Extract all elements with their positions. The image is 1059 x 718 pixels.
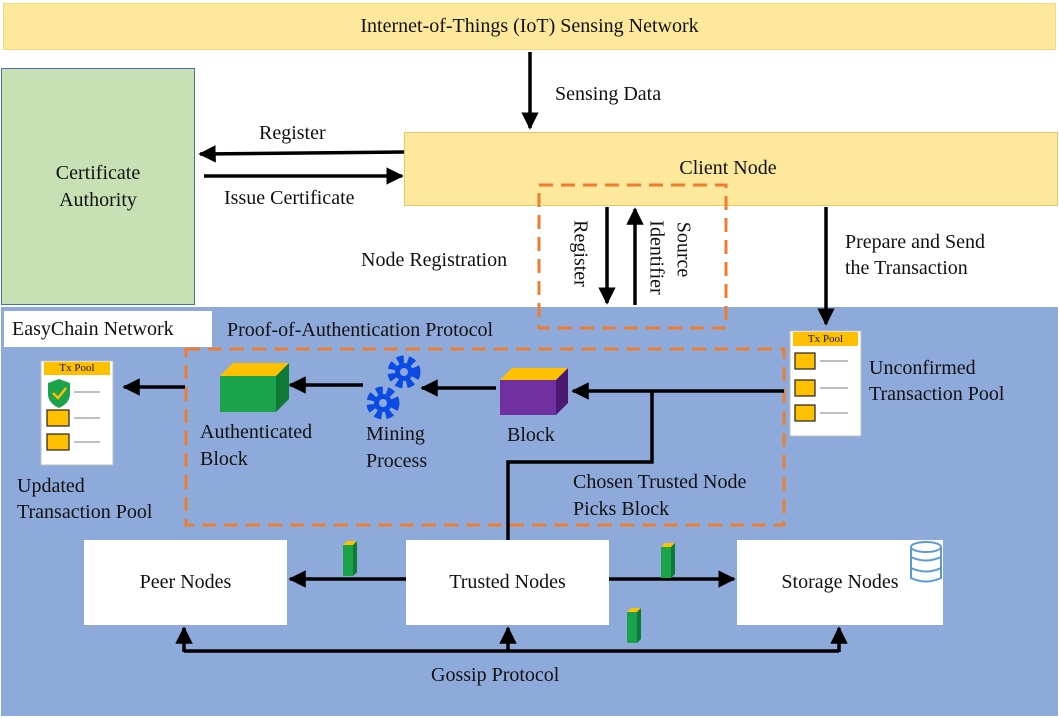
easychain-network-label: EasyChain Network [12, 317, 174, 340]
node-registration-dashed-frame [537, 183, 728, 330]
source-identifier-label-line1: Source [672, 221, 695, 278]
tx-pool-label-updated: Tx Pool [59, 362, 95, 374]
unconfirmed-pool-label-line2: Transaction Pool [869, 383, 1005, 405]
iot-network-label: Internet-of-Things (IoT) Sensing Network [360, 15, 699, 37]
node-registration-label: Node Registration [361, 249, 508, 271]
gossip-protocol-label: Gossip Protocol [431, 664, 560, 686]
block-cube-icon [500, 368, 568, 415]
chosen-trusted-label-line2: Picks Block [573, 498, 670, 520]
authenticated-block-label-line2: Block [200, 448, 248, 470]
register-arrow [198, 145, 405, 163]
certificate-authority-line1: Certificate [55, 161, 141, 184]
unconfirmed-tx-pool-icon [789, 330, 862, 437]
chosen-trusted-label-line1: Chosen Trusted Node [573, 471, 747, 493]
peer-nodes-box: Peer Nodes [84, 540, 287, 625]
prepare-send-label-line1: Prepare and Send [845, 231, 985, 253]
trusted-nodes-box: Trusted Nodes [406, 540, 609, 625]
certificate-authority-line2: Authority [59, 188, 137, 211]
authenticated-block-label-line1: Authenticated [200, 421, 313, 443]
tx-pool-label-unconfirmed: Tx Pool [807, 333, 844, 345]
poa-protocol-label: Proof-of-Authentication Protocol [227, 319, 494, 341]
trusted-to-block-line [506, 391, 654, 540]
small-block-icon-gossip [627, 608, 641, 643]
updated-pool-label-line2: Transaction Pool [17, 501, 153, 523]
trusted-nodes-label: Trusted Nodes [449, 571, 566, 593]
iot-network-box: Internet-of-Things (IoT) Sensing Network [3, 3, 1056, 50]
source-identifier-label-line2: Identifier [645, 220, 668, 295]
client-node-box: Client Node [404, 132, 1058, 206]
mining-process-label-line2: Process [366, 450, 428, 472]
updated-pool-label-line1: Updated [17, 475, 85, 497]
authenticated-block-cube-icon [220, 363, 289, 412]
storage-nodes-label: Storage Nodes [781, 571, 899, 593]
register-vertical-label: Register [569, 220, 592, 287]
storage-nodes-box: Storage Nodes [737, 540, 943, 625]
block-label: Block [507, 424, 555, 446]
prepare-send-label-line2: the Transaction [845, 257, 968, 279]
sensing-data-label: Sensing Data [555, 83, 662, 105]
easychain-network-label-box: EasyChain Network [4, 311, 212, 347]
poa-protocol-dashed-frame [184, 347, 786, 527]
issue-certificate-label: Issue Certificate [224, 187, 355, 209]
small-block-icon-storage [661, 543, 675, 578]
unconfirmed-pool-label-line1: Unconfirmed [869, 357, 976, 379]
mining-process-label-line1: Mining [366, 423, 425, 445]
register-label: Register [259, 122, 326, 144]
peer-nodes-label: Peer Nodes [139, 571, 232, 593]
small-block-icon-peer [343, 541, 357, 576]
client-node-label: Client Node [679, 156, 777, 179]
mining-gears-icon [366, 355, 421, 420]
certificate-authority-box: Certificate Authority [1, 68, 195, 305]
updated-tx-pool-icon [40, 360, 114, 466]
database-icon [910, 541, 942, 583]
